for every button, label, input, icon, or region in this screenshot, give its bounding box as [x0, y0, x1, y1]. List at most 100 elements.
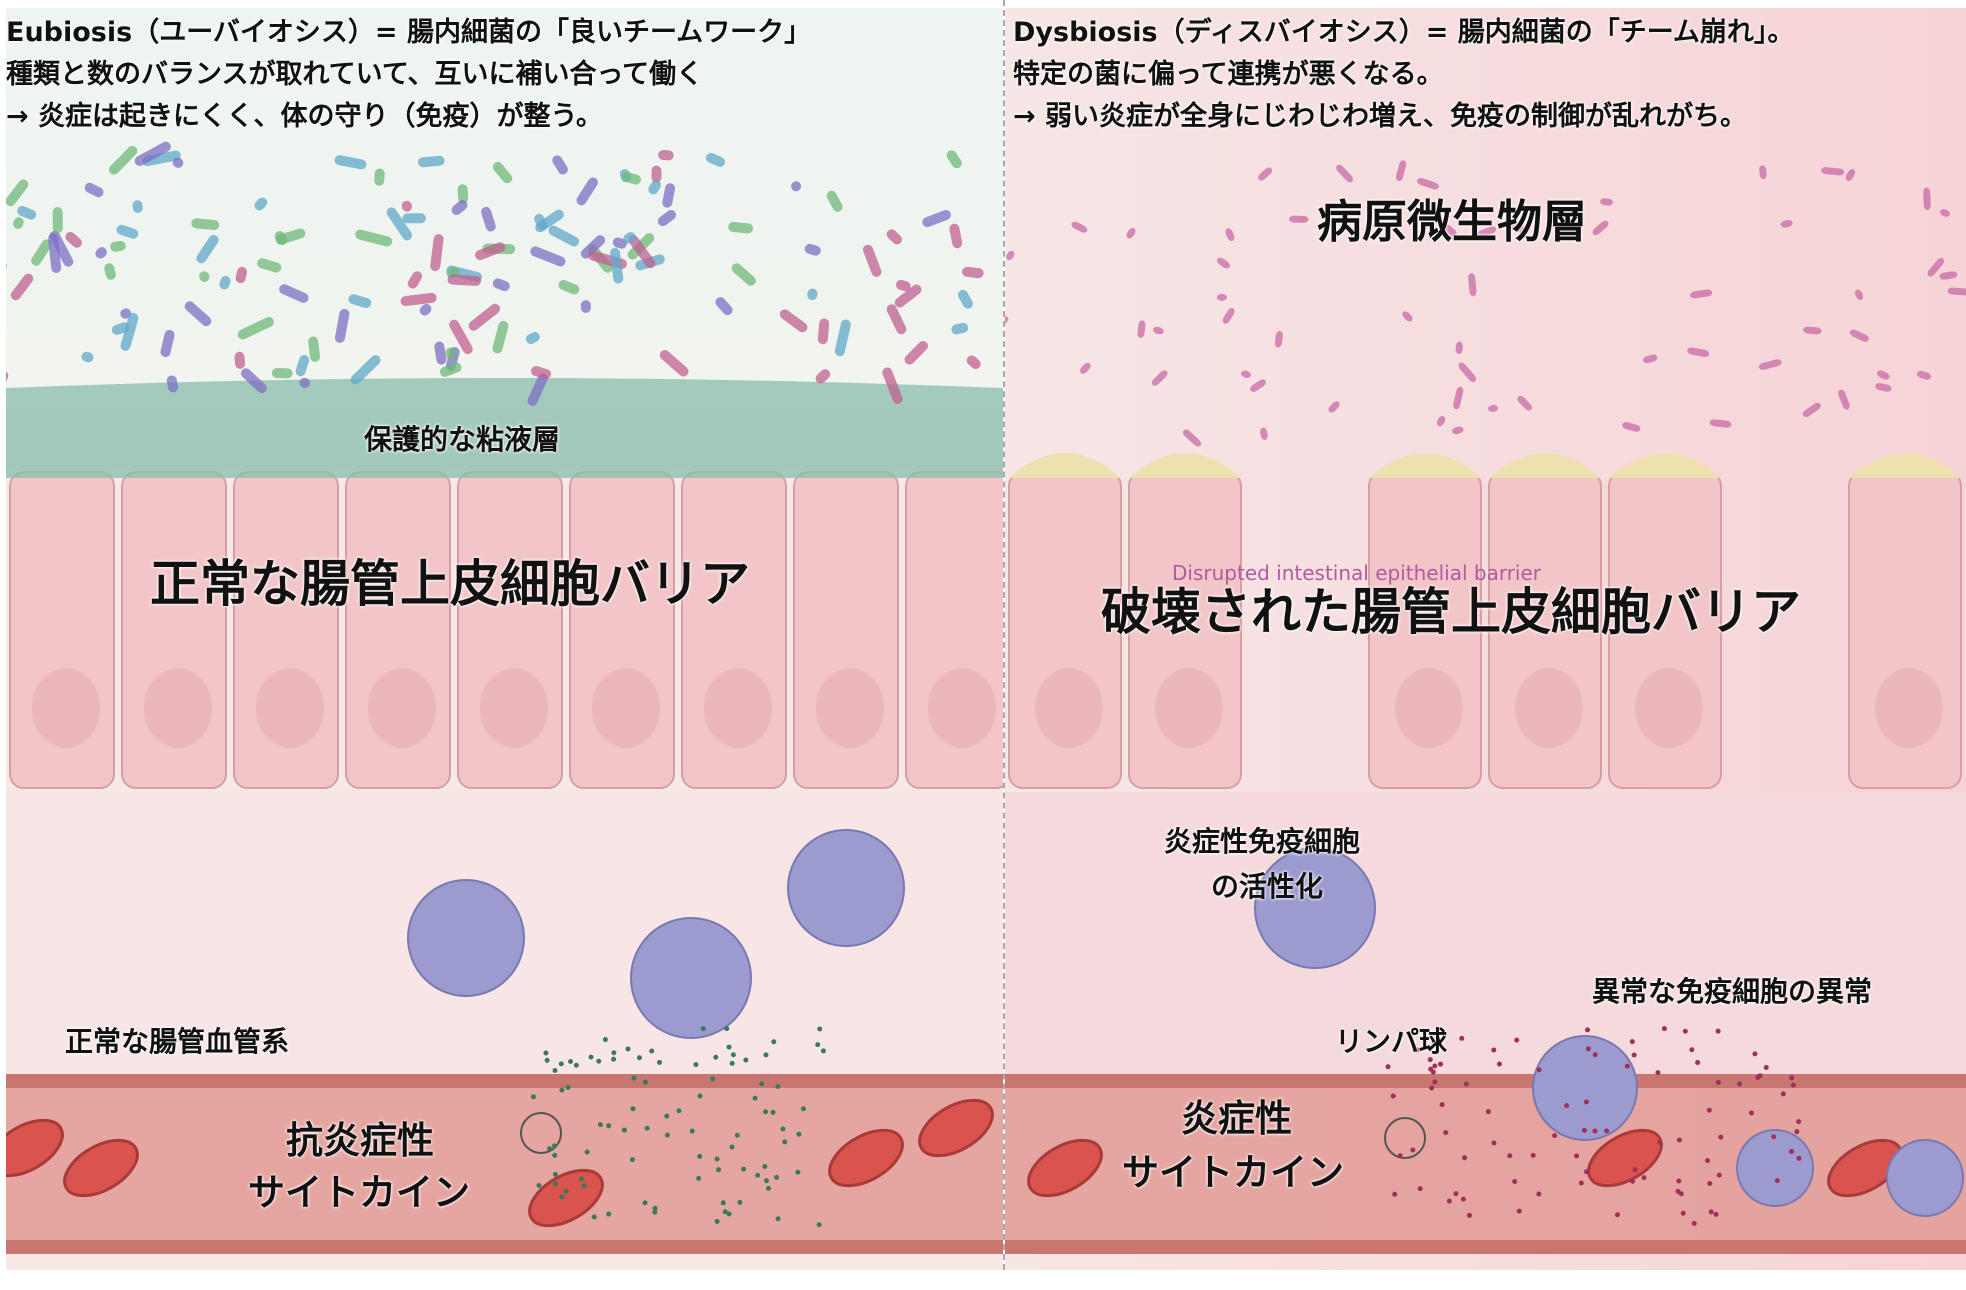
cytokine-dot [771, 1039, 777, 1045]
bacterium [1947, 287, 1966, 296]
bacterium [628, 235, 656, 269]
bacterium [386, 207, 413, 241]
cytokine-dot [1624, 1063, 1630, 1069]
cytokine-dot [1398, 1032, 1404, 1038]
vessel-wall [6, 1074, 1003, 1088]
cytokine-dot [657, 1059, 663, 1065]
bacterium [527, 373, 548, 406]
bacterium [1916, 370, 1931, 380]
cytokine-dot [1675, 1188, 1681, 1194]
cytokine-dot [1755, 1075, 1761, 1081]
cytokine-dot [1614, 1212, 1620, 1218]
bacterium [648, 180, 661, 195]
cytokine-dot [565, 1084, 571, 1090]
bacterium [468, 303, 501, 331]
cytokine-dot [1796, 1119, 1802, 1125]
bacterium [1182, 429, 1202, 447]
bacterium [966, 355, 981, 370]
cytokine-dot [558, 1061, 564, 1067]
cytokine-dot [644, 1125, 650, 1131]
cytokine-dot [1706, 1107, 1712, 1113]
bacterium [52, 207, 63, 234]
cytokine-dot [689, 1128, 695, 1134]
bacterium [6, 179, 29, 207]
cytokine-dot [1641, 1175, 1647, 1181]
immune-cell [1736, 1129, 1814, 1207]
cytokine-dot [1789, 1149, 1795, 1155]
disrupted-barrier-en-label: Disrupted intestinal epithelial barrier [1172, 561, 1542, 585]
bacterium [817, 318, 830, 345]
red-blood-cell [63, 1138, 139, 1198]
cell-nucleus [1515, 668, 1583, 748]
bacterium [132, 200, 143, 213]
brush-border [1489, 453, 1601, 478]
inflammatory-cytokine-label-2: サイトカイン [1122, 1151, 1344, 1194]
cytokine-dot [664, 1113, 670, 1119]
brush-border [1849, 453, 1961, 478]
cytokine-dot [1789, 1075, 1795, 1081]
bacterium [622, 172, 641, 185]
bacterium [447, 274, 482, 286]
cytokine-dot [1704, 1158, 1710, 1164]
cytokine-dot [1716, 1172, 1722, 1178]
bacterium [962, 266, 984, 279]
cytokine-dot [1585, 1027, 1591, 1033]
bacterium [457, 184, 469, 204]
cytokine-dot [714, 1218, 720, 1224]
bacterium [1927, 257, 1945, 277]
cytokine-dot [551, 1143, 557, 1149]
lymphocyte [1532, 1035, 1638, 1141]
bacterium [134, 141, 171, 166]
cytokine-dot [1429, 1085, 1435, 1091]
bacterium [882, 367, 903, 404]
brush-border [1129, 453, 1241, 478]
cytokine-dot [1752, 1051, 1758, 1057]
bacterium [1504, 221, 1527, 233]
cytokine-dot [584, 1149, 590, 1155]
bacterium [715, 297, 733, 316]
cytokine-dot [737, 1199, 743, 1205]
bacterium [104, 263, 116, 280]
bacterium [957, 289, 973, 309]
bacterium [886, 304, 907, 335]
cytokine-dot [1592, 1052, 1598, 1058]
cytokine-dot [820, 1048, 826, 1054]
bacterium [199, 271, 210, 282]
bacterium [886, 229, 902, 245]
bacterium [1260, 427, 1268, 440]
bacterium [530, 246, 566, 267]
bacterium [142, 150, 181, 167]
eubiosis-panel [6, 8, 1003, 1270]
bacterium [1452, 426, 1464, 435]
bacterium [1687, 347, 1710, 357]
cytokine-dot [1536, 1191, 1542, 1197]
dendritic-cell [407, 879, 525, 997]
cytokine-dot [536, 1182, 542, 1188]
cytokine-dot [1385, 1064, 1391, 1070]
cytokine-dot [1695, 1060, 1701, 1066]
cytokine-dot [726, 1211, 732, 1217]
bacterium [49, 230, 74, 267]
red-blood-cell [828, 1128, 904, 1188]
cytokine-dot [763, 1052, 769, 1058]
cytokine-dot [815, 1042, 821, 1048]
immune-activation-label-1: 炎症性免疫細胞 [1164, 825, 1361, 858]
cytokine-dot [1491, 1047, 1497, 1053]
bacterium [191, 218, 220, 231]
cytokine-dot [1578, 1180, 1584, 1186]
cytokine-dot [743, 1057, 749, 1063]
bacterium [807, 288, 818, 301]
cytokine-dot [1780, 1091, 1786, 1097]
bacterium [1137, 320, 1146, 338]
bacterium [1126, 227, 1136, 239]
eubiosis-illustration [6, 141, 1003, 1254]
cytokine-dot [1584, 1169, 1590, 1175]
red-blood-cell [6, 1118, 64, 1178]
cytokine-dot [652, 1205, 658, 1211]
header-line: Eubiosis（ユーバイオシス）= 腸内細菌の「良いチームワーク」 [6, 17, 812, 48]
bacterium [1071, 221, 1088, 233]
cytokine-dot [1462, 1155, 1468, 1161]
cytokine-dot [1392, 1191, 1398, 1197]
bacterium [1802, 402, 1821, 418]
cytokine-dot [652, 1209, 658, 1215]
